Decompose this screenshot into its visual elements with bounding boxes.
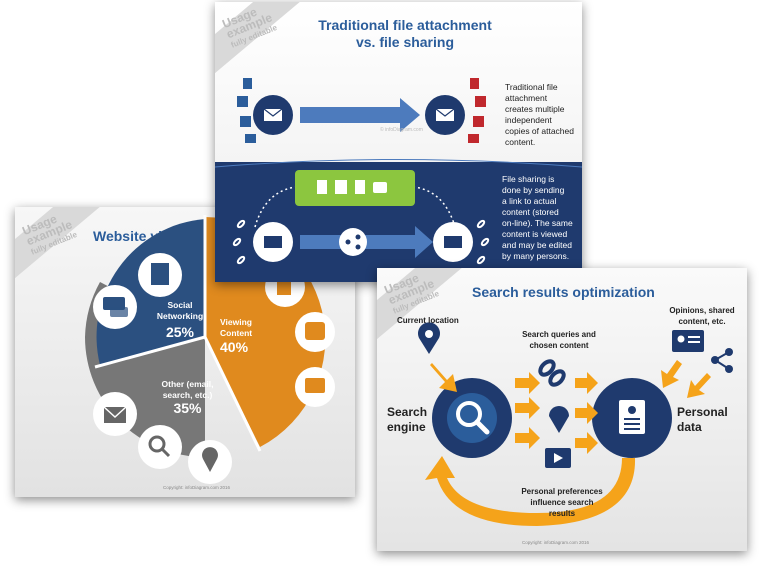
slide-search-optimization: Usage example fully editable Search resu… xyxy=(377,268,747,551)
document-icons-right xyxy=(468,78,486,143)
search-diagram xyxy=(418,322,733,526)
document-icon xyxy=(619,400,645,434)
watermark: © infoDiagram.com xyxy=(380,127,423,133)
link-icons-right xyxy=(476,219,490,265)
personal-data-label: Personal data xyxy=(677,405,728,434)
document-icons-left xyxy=(237,78,256,143)
search-engine-label: Search engine xyxy=(387,405,428,434)
link-icon xyxy=(538,359,566,387)
segment-label-other: Other (email, search, etc.) xyxy=(161,379,214,400)
segment-value-social: 25% xyxy=(165,324,195,340)
location-pin-icon xyxy=(418,322,440,354)
link-icons-left xyxy=(232,219,246,265)
opinions-label: Opinions, shared content, etc. xyxy=(669,306,735,326)
feedback-arrow xyxy=(425,456,636,526)
current-location-label: Current location xyxy=(397,316,459,325)
pie-segment-other xyxy=(85,337,205,457)
search-icon xyxy=(456,401,482,427)
search-queries-label: Search queries and chosen content xyxy=(522,330,596,350)
sharing-description: File sharing is done by sending a link t… xyxy=(502,174,573,261)
slide-file-sharing: Usage example fully editable Traditional… xyxy=(215,2,582,282)
arrow-right-icon xyxy=(300,98,420,132)
segment-value-other: 35% xyxy=(173,400,202,416)
copyright: Copyright: infoDiagram.com 2016 xyxy=(163,485,231,490)
share-icon xyxy=(339,228,367,256)
copyright: Copyright: infoDiagram.com 2016 xyxy=(522,540,590,545)
segment-label-content: Viewing Content xyxy=(220,317,253,338)
pie-chart xyxy=(85,215,335,484)
slide-title: Traditional file attachment vs. file sha… xyxy=(318,17,492,50)
share-icon xyxy=(711,348,733,373)
slide-title: Search results optimization xyxy=(472,284,655,300)
file-sharing-diagram xyxy=(215,78,582,265)
attachment-description: Traditional file attachment creates mult… xyxy=(505,82,574,147)
search-icon xyxy=(138,425,182,469)
preferences-label: Personal preferences influence search re… xyxy=(521,487,603,518)
location-pin-center-icon xyxy=(549,406,569,433)
segment-label-social: Social Networking xyxy=(156,300,204,321)
segment-value-content: 40% xyxy=(220,339,249,355)
input-arrows xyxy=(515,372,598,454)
